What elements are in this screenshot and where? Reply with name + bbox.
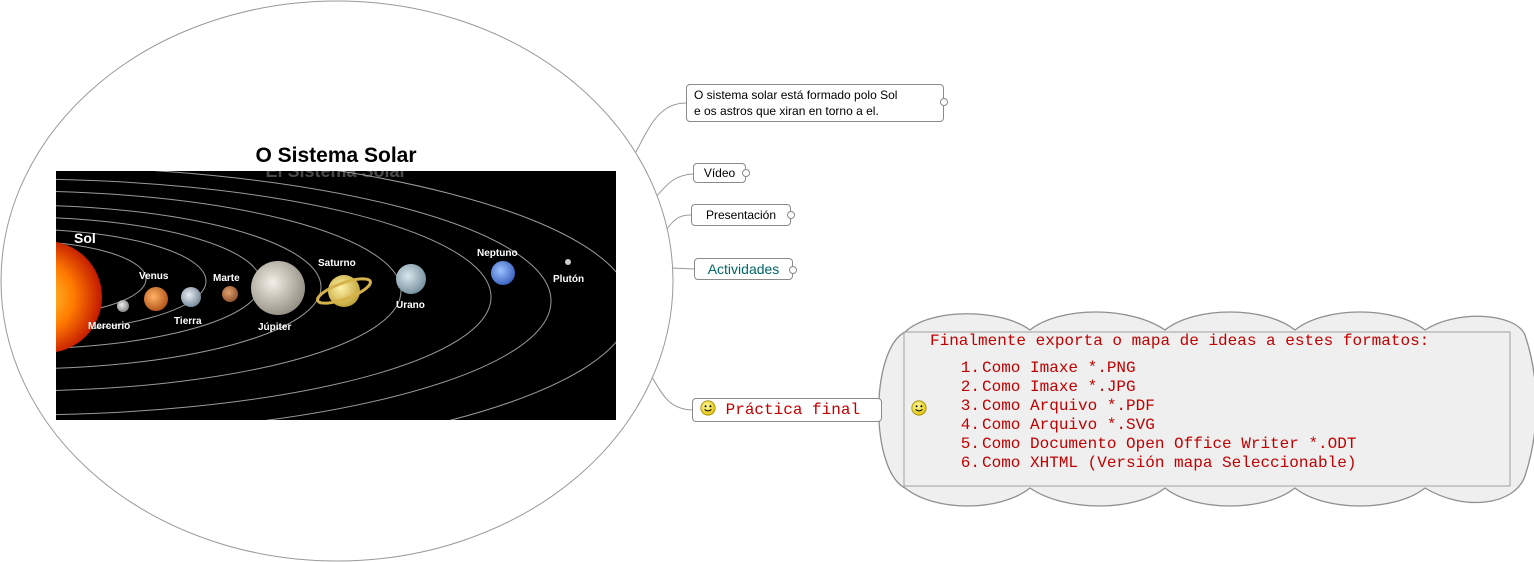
- smiley-icon: [911, 400, 927, 416]
- connector-activities: [671, 267, 695, 270]
- list-item: 2.Como Imaxe *.JPG: [960, 378, 1136, 396]
- planet-label-tierra: Tierra: [174, 316, 202, 327]
- list-item: 1.Como Imaxe *.PNG: [960, 359, 1136, 377]
- planet-label-mercurio: Mercurio: [88, 321, 130, 332]
- connector-description: [635, 102, 687, 153]
- planet-marte: [222, 286, 238, 302]
- planet-urano: [396, 264, 426, 294]
- expand-knob-video[interactable]: [742, 169, 750, 177]
- planet-label-urano: Urano: [396, 300, 425, 311]
- faded-image-title: El Sistema Solar: [265, 171, 406, 181]
- callout-heading: Finalmente exporta o mapa de ideas a est…: [930, 332, 1430, 350]
- planet-pluton: [565, 259, 571, 265]
- list-item: 5.Como Documento Open Office Writer *.OD…: [960, 435, 1357, 453]
- topic-presentation[interactable]: Presentación: [691, 204, 791, 226]
- topic-presentation-label: Presentación: [705, 208, 777, 222]
- list-item: 6.Como XHTML (Versión mapa Seleccionable…: [960, 454, 1357, 472]
- solar-system-illustration: El Sistema Solar Sol Mercuri: [56, 171, 616, 420]
- planet-jupiter: [251, 261, 305, 315]
- topic-activities-label: Actividades: [707, 261, 780, 277]
- description-line-1: O sistema solar está formado polo Sol: [694, 88, 898, 102]
- planet-mercurio: [117, 300, 129, 312]
- callout-cloud[interactable]: [878, 311, 1534, 507]
- description-line-2: e os astros que xiran en torno a el.: [694, 104, 879, 118]
- topic-final-practice-label: Práctica final: [725, 401, 861, 419]
- connector-final: [651, 376, 693, 411]
- page-title[interactable]: O Sistema Solar: [255, 144, 417, 167]
- planet-saturno: [316, 275, 372, 307]
- planet-neptuno: [491, 261, 515, 285]
- connector-video: [655, 173, 694, 198]
- branch-connectors: [635, 102, 904, 411]
- list-item: 4.Como Arquivo *.SVG: [960, 416, 1155, 434]
- planet-venus: [144, 287, 168, 311]
- solar-system-image: El Sistema Solar Sol Mercuri: [56, 171, 616, 420]
- connector-presentation: [665, 214, 692, 231]
- topic-final-practice[interactable]: Práctica final: [692, 398, 882, 422]
- planet-tierra: [181, 287, 201, 307]
- planet-label-marte: Marte: [213, 273, 240, 284]
- topic-description[interactable]: O sistema solar está formado polo Sol e …: [686, 84, 944, 122]
- topic-video[interactable]: Vídeo: [693, 163, 746, 183]
- topic-activities[interactable]: Actividades: [694, 258, 793, 280]
- expand-knob-description[interactable]: [940, 98, 948, 106]
- planet-label-venus: Venus: [139, 271, 169, 282]
- expand-knob-presentation[interactable]: [787, 211, 795, 219]
- list-item: 3.Como Arquivo *.PDF: [960, 397, 1155, 415]
- sun: [56, 241, 102, 353]
- planet-label-pluton: Plutón: [553, 274, 584, 285]
- smiley-icon: [700, 400, 716, 416]
- callout-text: Finalmente exporta o mapa de ideas a est…: [904, 330, 1510, 486]
- export-formats-list: 1.Como Imaxe *.PNG 2.Como Imaxe *.JPG 3.…: [954, 359, 1357, 473]
- planet-label-saturno: Saturno: [318, 258, 356, 269]
- planet-label-neptuno: Neptuno: [477, 248, 518, 259]
- expand-knob-activities[interactable]: [789, 266, 797, 274]
- topic-video-label: Vídeo: [703, 166, 736, 180]
- sun-label: Sol: [74, 230, 96, 246]
- planet-label-jupiter: Júpiter: [258, 322, 291, 333]
